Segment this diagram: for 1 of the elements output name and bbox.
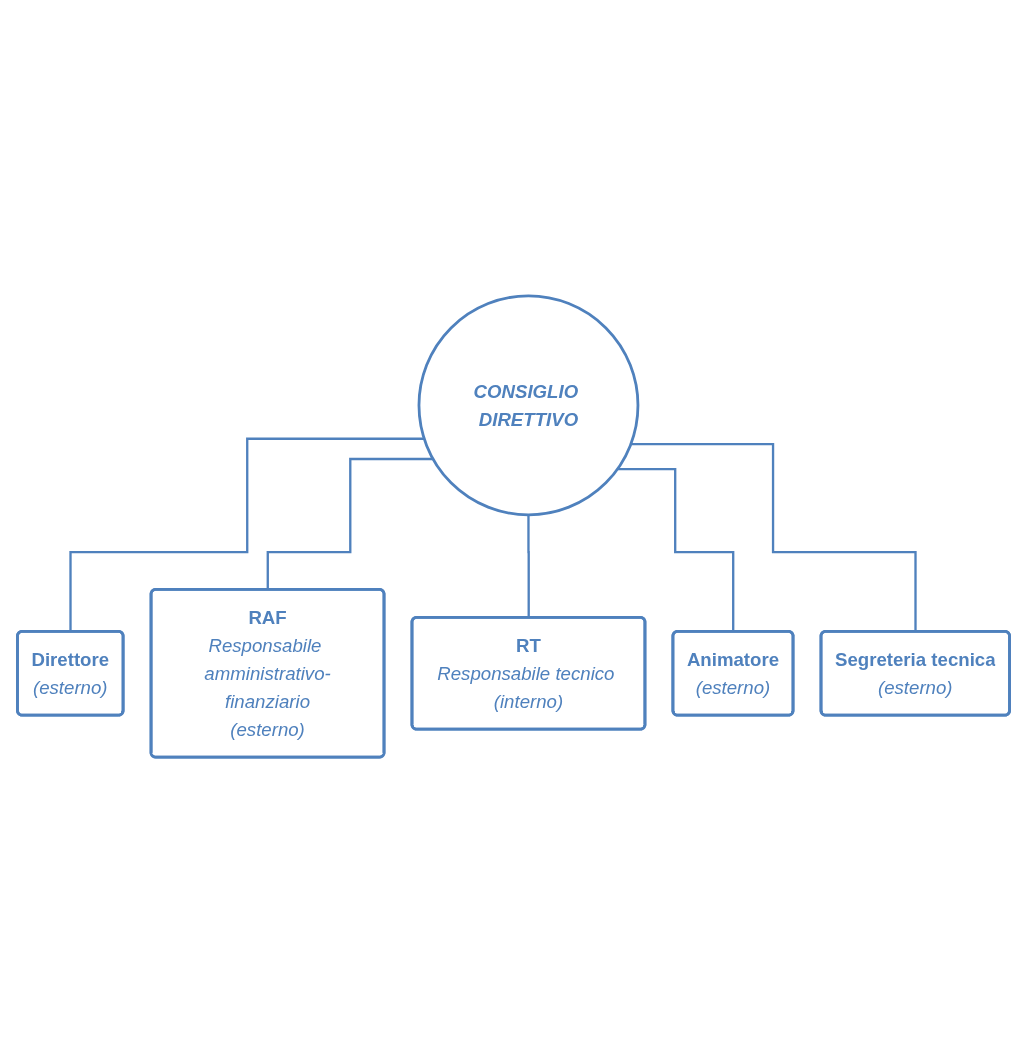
node-circle: CONSIGLIO DIRETTIVO (417, 294, 640, 517)
